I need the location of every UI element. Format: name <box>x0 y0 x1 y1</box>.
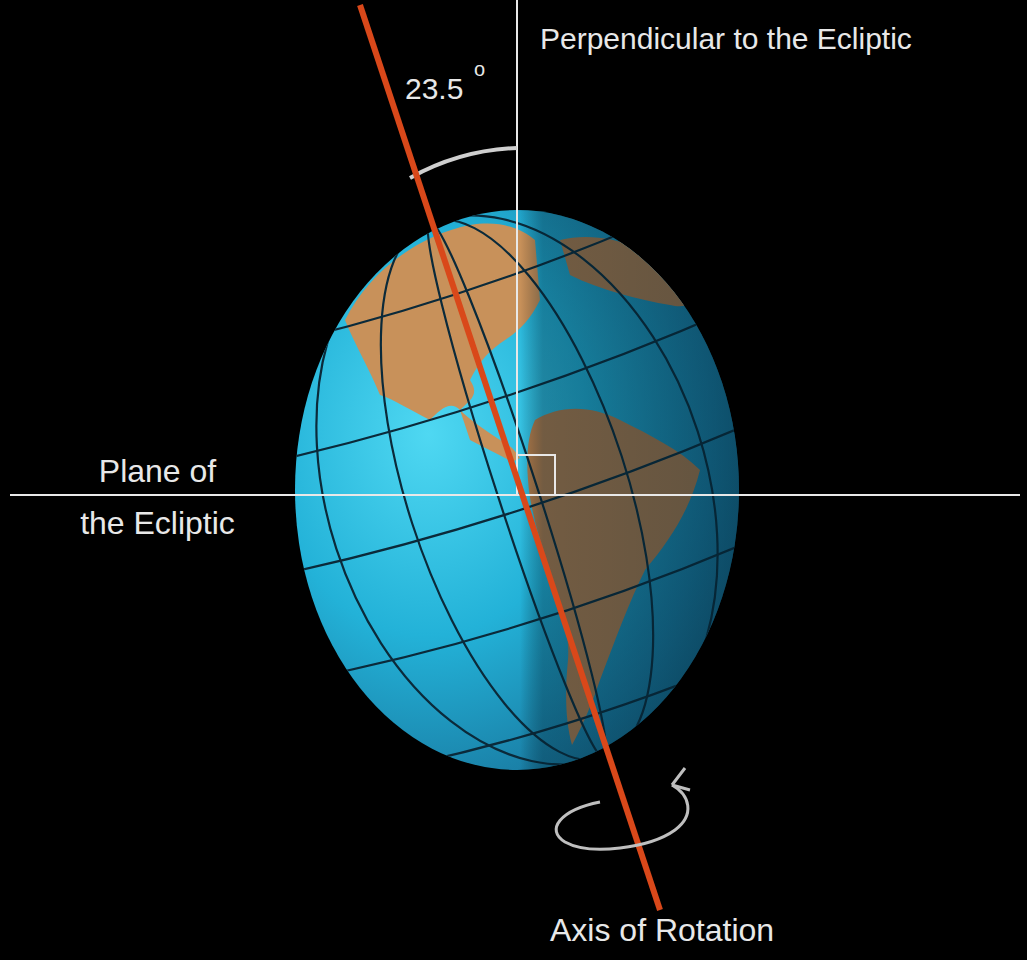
plane-label: Plane of the Ecliptic <box>75 445 240 549</box>
axis-label: Axis of Rotation <box>550 912 774 949</box>
angle-arc <box>410 148 517 178</box>
angle-value: 23.5 <box>405 72 463 106</box>
axis-label: Perpendicular to the Ecliptic <box>540 22 912 56</box>
rotation-axis <box>360 5 660 910</box>
ecliptic-line <box>10 494 1020 496</box>
perpendicular-line <box>516 0 518 495</box>
rotation-arrow <box>556 768 690 849</box>
degree-sign: o <box>474 58 485 81</box>
